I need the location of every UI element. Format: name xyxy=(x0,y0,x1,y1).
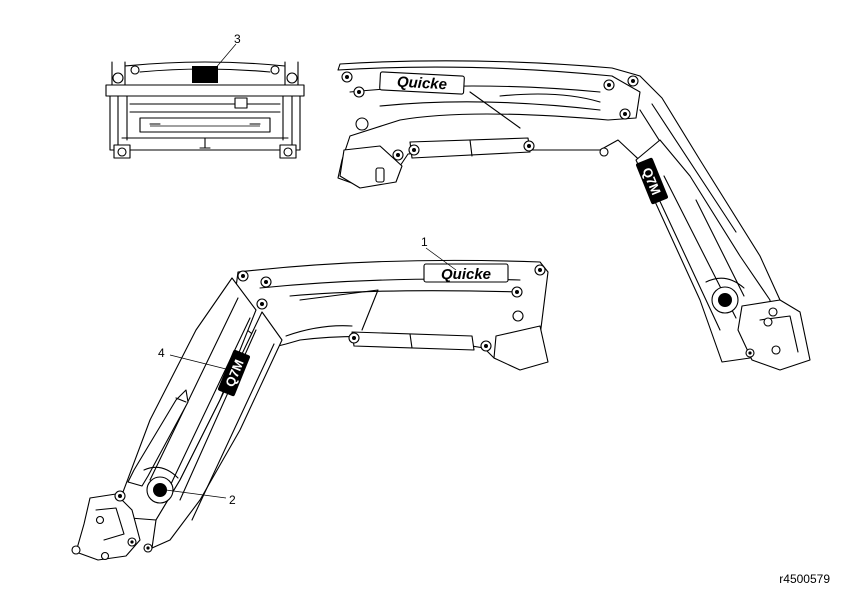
brand-decal-text: Quicke xyxy=(441,266,491,283)
callout-1: 1 xyxy=(421,235,457,271)
loader-arm-left-view: Quicke Q7M xyxy=(71,259,549,561)
brand-decal-right: Quicke xyxy=(379,71,465,95)
figure-reference: r4500579 xyxy=(779,572,830,586)
callout-3: 3 xyxy=(213,32,241,71)
brand-decal-text: Quicke xyxy=(397,74,448,94)
brand-decal-left: Quicke xyxy=(423,263,509,283)
callout-4: 4 xyxy=(158,346,231,371)
callout-1-label: 1 xyxy=(421,235,428,249)
callout-2: 2 xyxy=(165,489,236,507)
loader-arm-right-view: Quicke Q7M xyxy=(337,60,811,371)
callout-4-label: 4 xyxy=(158,346,165,360)
callout-2-label: 2 xyxy=(229,493,236,507)
front-view-frame xyxy=(105,61,305,159)
callout-3-label: 3 xyxy=(234,32,241,46)
